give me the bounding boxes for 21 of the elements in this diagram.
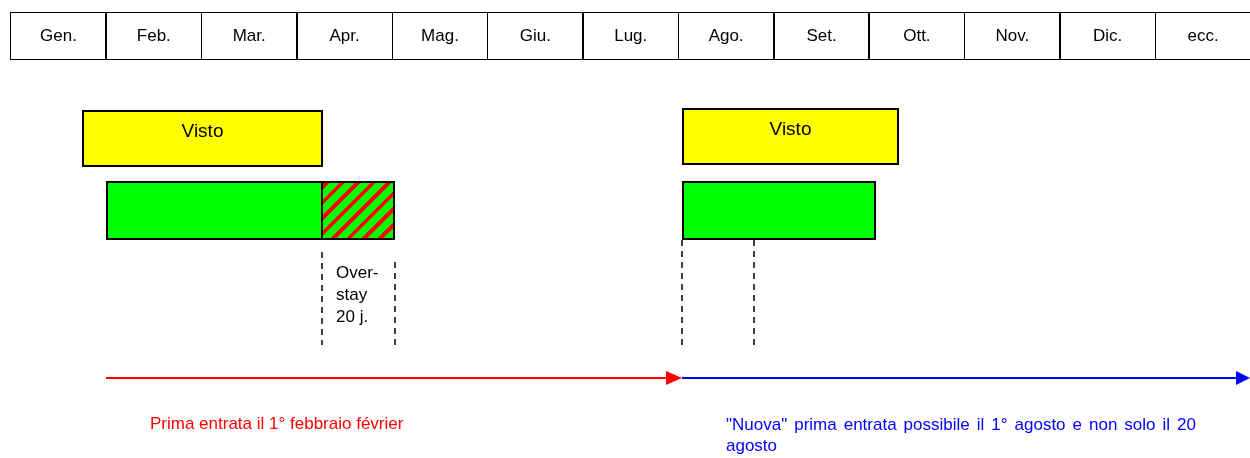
overstay-note: Over- stay 20 j. <box>336 262 380 328</box>
overstay-bar <box>321 181 395 240</box>
month-cell: Gen. <box>10 12 107 60</box>
visa-box: Visto <box>82 110 323 167</box>
entry-note: Prima entrata il 1° febbraio février <box>150 414 405 434</box>
entry-note: "Nuova" prima entrata possibile il 1° agosto e non solo il 20 agosto <box>726 414 1196 456</box>
month-cell: Set. <box>773 12 870 60</box>
month-cell: Mag. <box>391 12 489 60</box>
stay-bar <box>682 181 876 240</box>
month-cell: Nov. <box>963 12 1061 60</box>
month-cell: Ago. <box>677 12 775 60</box>
month-cell: Giu. <box>486 12 584 60</box>
month-cell: Mar. <box>200 12 298 60</box>
month-cell: ecc. <box>1154 12 1250 60</box>
month-cell: Apr. <box>296 12 393 60</box>
month-cell: Feb. <box>105 12 203 60</box>
visa-box: Visto <box>682 108 899 165</box>
month-cell: Lug. <box>582 12 680 60</box>
month-cell: Ott. <box>868 12 966 60</box>
month-cell: Dic. <box>1059 12 1157 60</box>
stay-bar <box>106 181 323 240</box>
